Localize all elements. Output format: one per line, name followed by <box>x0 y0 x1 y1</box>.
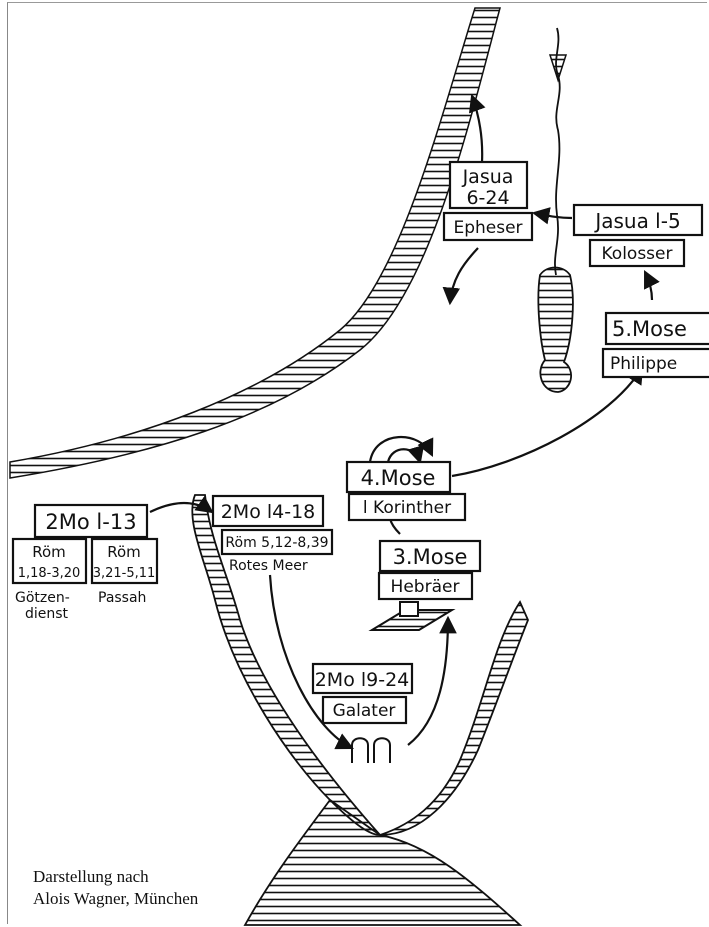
station-5-mose: 5.Mose Philippe <box>603 313 709 377</box>
rom-3-21-line2: 3,21-5,11 <box>93 566 156 581</box>
stone-tablets-icon <box>352 738 390 763</box>
4-mose-label: 4.Mose <box>361 466 436 490</box>
tabernacle-icon <box>372 602 452 630</box>
credit-line-2: Alois Wagner, München <box>33 888 198 910</box>
station-2mo-14-18: 2Mo l4-18 Röm 5,12-8,39 Rotes Meer <box>213 496 332 574</box>
station-rom-3-21: Röm 3,21-5,11 Passah <box>92 539 157 606</box>
arrow-jos15-to-eph <box>534 213 572 218</box>
station-4-mose: 4.Mose l Korinther <box>347 462 465 520</box>
jasua-6-24-line1: Jasua <box>462 166 514 188</box>
station-jasua-6-24: Jasua 6-24 Epheser <box>444 162 532 240</box>
2mo-14-18-label: 2Mo l4-18 <box>221 501 316 523</box>
arrow-sinai-to-lev <box>408 618 448 745</box>
rom-5-12-label: Röm 5,12-8,39 <box>225 535 328 551</box>
3-mose-label: 3.Mose <box>393 545 468 569</box>
arrow-deut-to-jos15 <box>645 272 652 300</box>
philippe-label: Philippe <box>610 354 677 374</box>
galater-label: Galater <box>333 701 396 721</box>
arrow-eph-down <box>450 248 478 303</box>
credit-line-1: Darstellung nach <box>33 866 198 888</box>
2mo-19-24-label: 2Mo l9-24 <box>315 669 410 691</box>
station-2mo-19-24: 2Mo l9-24 Galater <box>313 664 412 723</box>
rom-1-18-line1: Röm <box>32 543 66 561</box>
sea-of-galilee <box>550 55 566 80</box>
dienst-label: dienst <box>25 606 69 622</box>
2mo-1-13-label: 2Mo l-13 <box>45 510 136 534</box>
credit-text: Darstellung nach Alois Wagner, München <box>33 866 198 910</box>
red-sea <box>245 800 520 925</box>
hebraeer-label: Hebräer <box>391 577 460 597</box>
mediterranean-coast <box>10 8 500 478</box>
station-jasua-1-5: Jasua l-5 Kolosser <box>574 205 702 266</box>
rom-1-18-line2: 1,18-3,20 <box>18 566 81 581</box>
station-3-mose: 3.Mose Hebräer <box>379 541 480 599</box>
epheser-label: Epheser <box>453 218 522 238</box>
dead-sea <box>538 268 573 393</box>
station-2mo-1-13: 2Mo l-13 <box>35 505 147 537</box>
rotes-meer-label: Rotes Meer <box>229 558 308 574</box>
5-mose-label: 5.Mose <box>612 317 687 341</box>
jasua-6-24-line2: 6-24 <box>466 187 509 209</box>
arrow-loop-2 <box>388 449 420 462</box>
passah-label: Passah <box>98 590 146 606</box>
jasua-1-5-label: Jasua l-5 <box>593 209 680 233</box>
kolosser-label: Kolosser <box>602 244 673 264</box>
goetzen-label: Götzen- <box>15 590 70 606</box>
rom-3-21-line1: Röm <box>107 543 141 561</box>
1-korinther-label: l Korinther <box>363 498 451 518</box>
station-rom-1-18: Röm 1,18-3,20 Götzen- dienst <box>13 539 86 622</box>
